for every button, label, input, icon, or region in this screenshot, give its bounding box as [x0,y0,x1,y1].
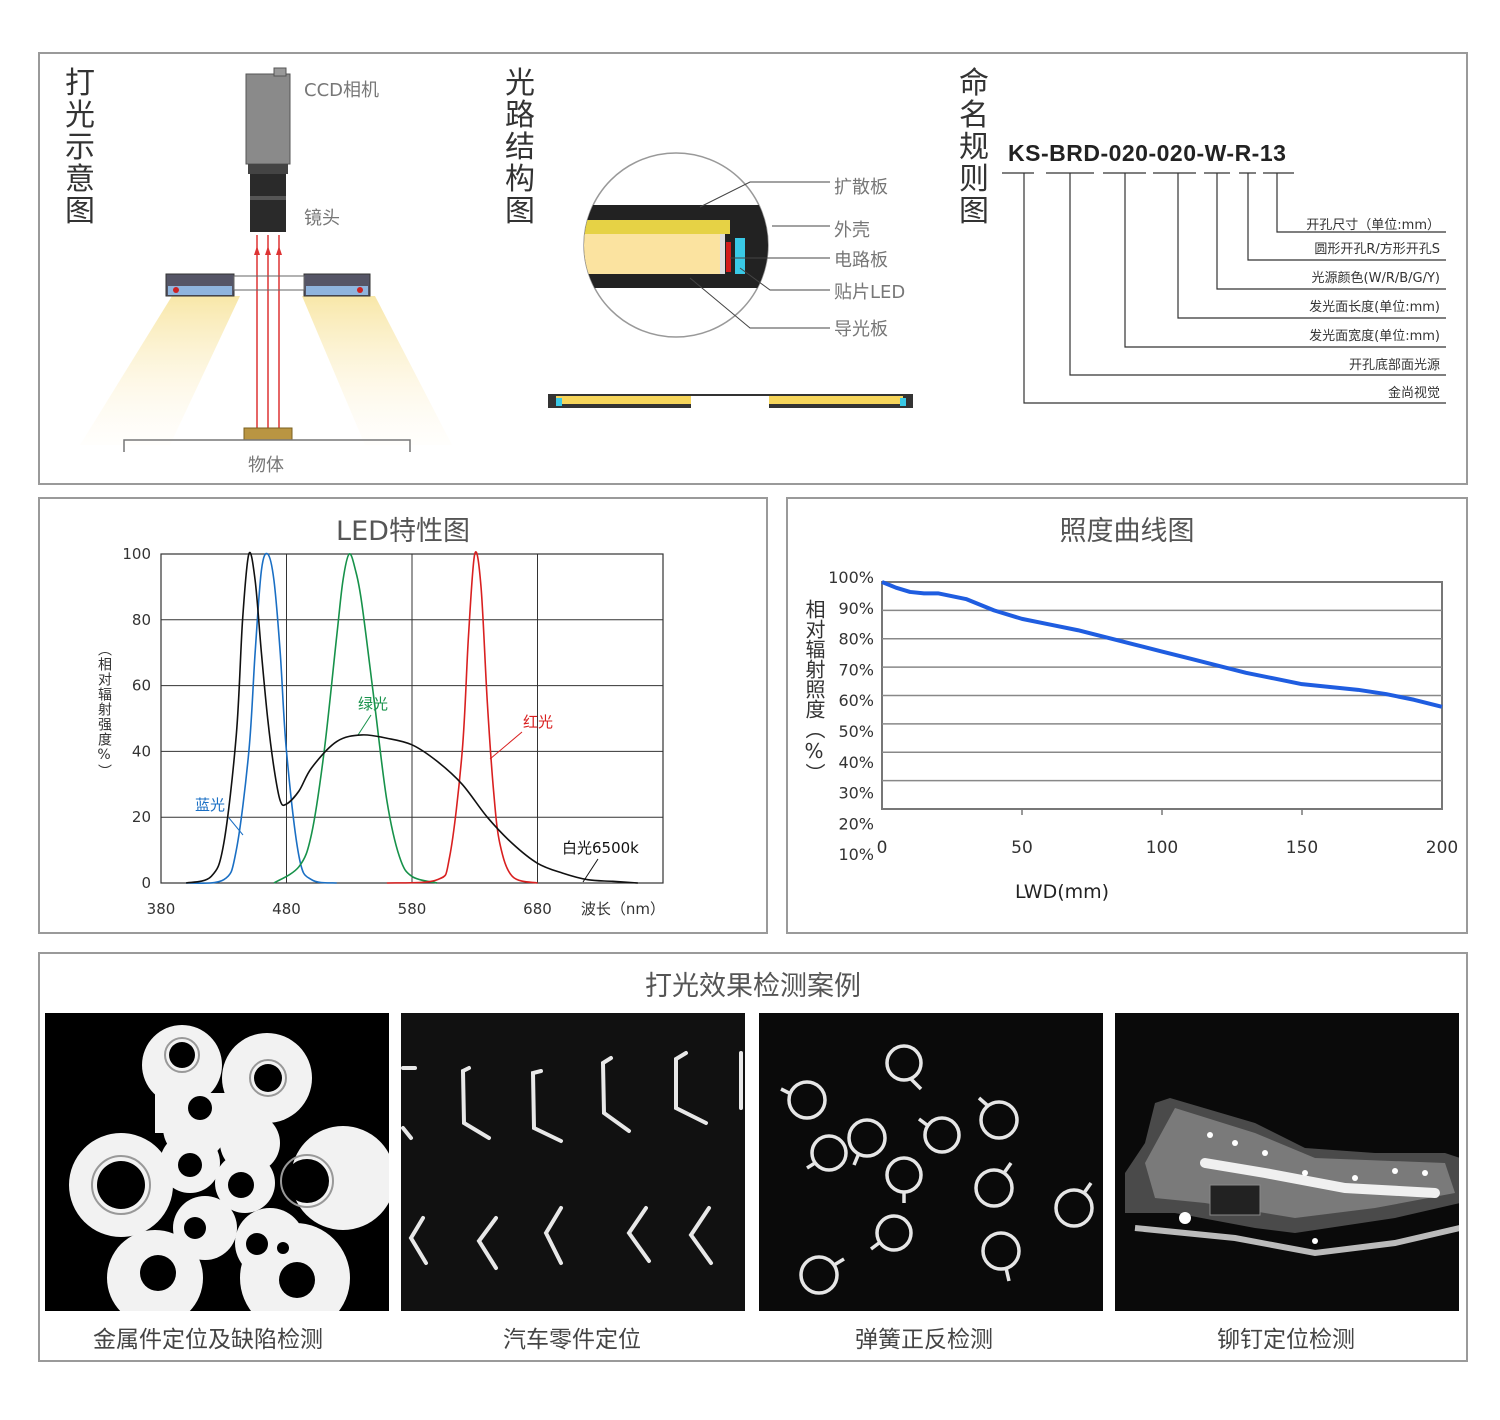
led-y-tick: 0 [141,874,151,892]
led-series-label: 绿光 [358,695,388,713]
illum-x-tick: 100 [1146,838,1178,858]
naming-rule-color: 光源颜色(W/R/B/G/Y) [1311,271,1440,286]
case-photo-rivets [1115,1013,1459,1311]
illum-y-tick: 60% [838,691,874,710]
diffuser-icon [584,220,730,234]
optical-diagram [548,152,913,408]
illum-y-tick: 50% [838,722,874,741]
illum-y-tick: 40% [838,753,874,772]
naming-rule-length: 发光面长度(单位:mm) [1309,300,1440,315]
led-x-tick: 580 [398,900,427,918]
illum-x-tick: 150 [1286,838,1318,858]
illum-y-tick: 100% [828,568,874,587]
case-caption-auto-parts: 汽车零件定位 [503,1327,641,1353]
illum-y-tick: 70% [838,660,874,679]
led-y-tick: 80 [132,611,151,629]
lens-icon [250,170,286,232]
illum-x-tick: 50 [1011,838,1033,858]
case-caption-metal-parts: 金属件定位及缺陷检测 [93,1327,323,1353]
case-photo-metal-parts [45,1013,389,1311]
naming-rule-hole-size: 开孔尺寸（单位:mm） [1306,218,1440,233]
led-icon [735,238,745,274]
illum-y-tick: 10% [838,845,874,864]
cases-title: 打光效果检测案例 [645,971,861,1002]
led-series-line [186,552,337,885]
optical-label-housing: 外壳 [834,220,870,241]
case-photo-auto-parts [401,1013,745,1311]
led-y-label: （相对辐射强度%） [96,642,112,779]
optical-title: 光路结构图 [505,66,535,229]
light-beam-left [80,296,240,445]
illum-y-tick: 90% [838,599,874,618]
camera-label: CCD相机 [304,80,379,101]
lighting-diagram [80,67,452,452]
circuit-board-icon [726,242,731,272]
light-beam-right [302,296,452,445]
light-guide-icon [584,234,720,274]
led-series-line [386,551,538,884]
led-series-line [185,551,638,884]
camera-body-icon [245,73,291,165]
led-y-tick: 60 [132,677,151,695]
case-photo-springs [759,1013,1103,1311]
naming-title: 命名规则图 [959,66,989,229]
lighting-title: 打光示意图 [65,66,95,229]
optical-label-light-guide: 导光板 [834,319,888,340]
led-series-leader [489,731,523,760]
illum-series-line [881,580,1443,709]
case-caption-springs: 弹簧正反检测 [855,1327,993,1353]
led-y-tick: 20 [132,808,151,826]
model-code: KS-BRD-020-020-W-R-13 [1008,140,1287,166]
lens-label: 镜头 [304,208,340,229]
illum-y-tick: 30% [838,784,874,803]
illum-x-tick: 200 [1426,838,1458,858]
led-chart-title: LED特性图 [336,516,470,547]
light-panel-cross-section-icon [548,394,913,408]
optical-label-circuit-board: 电路板 [834,250,888,271]
led-x-tick: 680 [523,900,552,918]
naming-rule-brand: 金尚视觉 [1387,386,1440,401]
naming-rule-hole-shape: 圆形开孔R/方形开孔S [1314,242,1440,257]
illum-y-label: 相对辐射照度（%） [802,599,826,783]
naming-rule-width: 发光面宽度(单位:mm) [1309,329,1440,344]
naming-diagram [1002,172,1446,404]
illuminance-chart: 100% 90% 80% 70% 60% 50% 40% 30% 20% 10%0 50 100 150… [802,568,1458,903]
illum-x-tick: 0 [877,838,888,858]
led-series-leader [357,714,372,736]
led-series-leader [582,858,599,883]
led-series-leader [228,817,244,836]
led-y-tick: 100 [122,545,151,563]
led-series-label: 白光6500k [562,839,639,857]
object-label: 物体 [248,455,284,476]
led-y-tick: 40 [132,742,151,760]
object-base-line [123,439,411,452]
case-caption-rivets: 铆钉定位检测 [1217,1327,1355,1353]
led-x-tick: 480 [272,900,301,918]
optical-label-diffuser: 扩散板 [834,177,888,198]
illum-y-tick: 20% [838,814,874,833]
led-series-label: 蓝光 [195,796,225,814]
led-series-label: 红光 [523,713,553,731]
led-chart: 0 20 40 60 80 100 380 480 580 680 波长（nm） （相对辐射强度%） 蓝… [96,545,665,918]
illuminance-chart-title: 照度曲线图 [1059,516,1195,547]
led-x-label: 波长（nm） [581,900,665,918]
naming-rule-type: 开孔底部面光源 [1348,358,1440,373]
illum-y-tick: 80% [838,630,874,649]
led-series-line [273,553,438,884]
optical-label-smd-led: 贴片LED [834,282,906,303]
led-x-tick: 380 [147,900,176,918]
object-icon [243,427,293,441]
illum-x-label: LWD(mm) [1015,881,1109,903]
